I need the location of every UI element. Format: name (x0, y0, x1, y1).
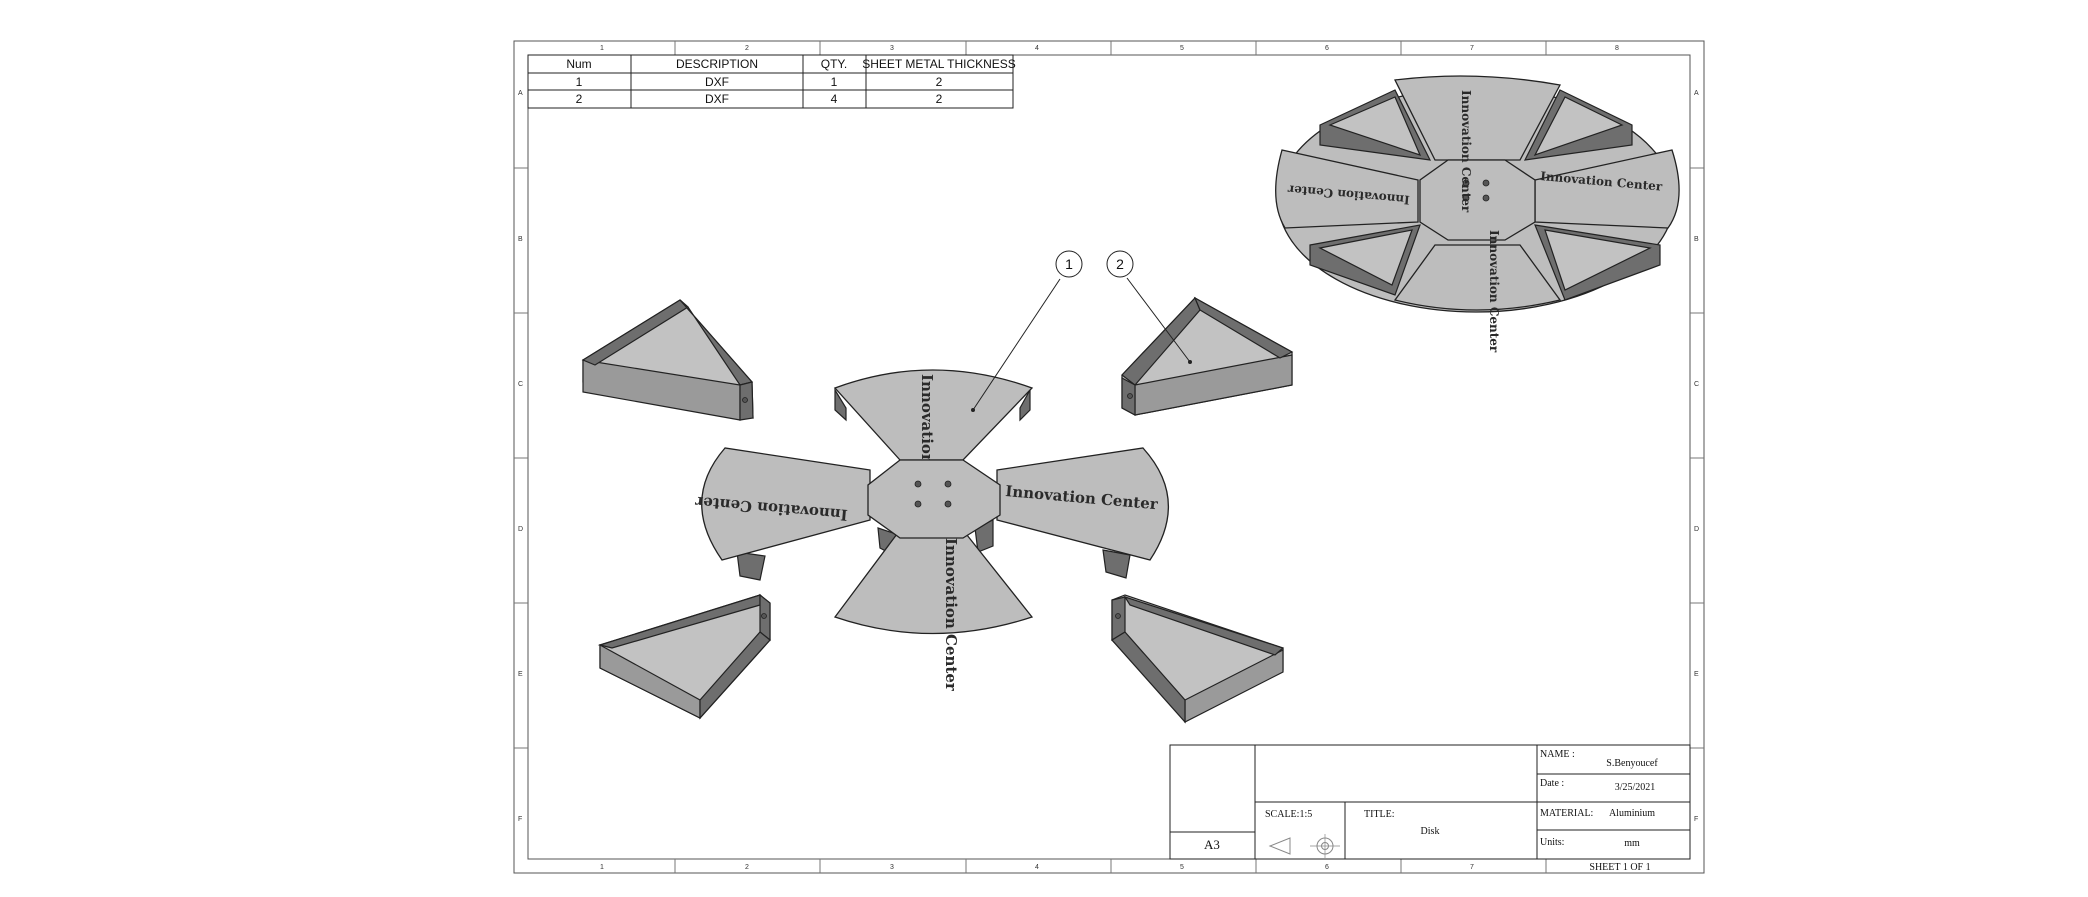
col-label: 3 (890, 864, 894, 871)
material-value: Aluminium (1609, 808, 1655, 819)
row-labels-left: A B C D E F (518, 90, 523, 823)
bom-header-qty: QTY. (821, 57, 847, 71)
plate-arm-left: Innovation Center (693, 447, 871, 581)
bom-cell: 1 (831, 75, 838, 89)
bom-header-num: Num (566, 57, 591, 71)
units-label: Units: (1540, 837, 1564, 848)
column-labels-bottom: 1 2 3 4 5 6 7 (600, 864, 1474, 871)
row-label: B (1694, 236, 1699, 243)
col-label: 7 (1470, 45, 1474, 52)
col-label: 6 (1325, 45, 1329, 52)
scale-label: SCALE:1:5 (1265, 809, 1312, 820)
row-label: D (518, 526, 523, 533)
col-label: 2 (745, 864, 749, 871)
bom-cell: 2 (576, 92, 583, 106)
tray-bottom-left (597, 593, 771, 720)
row-label: B (518, 236, 523, 243)
bom-header-thickness: SHEET METAL THICKNESS (862, 57, 1016, 71)
column-labels-top: 1 2 3 4 5 6 7 8 (600, 45, 1619, 52)
name-value: S.Benyoucef (1606, 758, 1658, 769)
name-label: NAME : (1540, 749, 1575, 760)
col-label: 1 (600, 45, 604, 52)
bom-table: Num DESCRIPTION QTY. SHEET METAL THICKNE… (527, 54, 1016, 109)
bom-cell: 4 (831, 92, 838, 106)
engraving-text: Innovation Center (942, 538, 960, 692)
tray-top-right (1121, 296, 1294, 417)
tray-top-left (581, 299, 754, 421)
row-label: C (1694, 381, 1699, 388)
col-label: 4 (1035, 45, 1039, 52)
assembled-view: Innovation Center Innovation Center Inno… (1275, 75, 1680, 353)
projection-symbol-icon (1268, 834, 1340, 858)
col-label: 4 (1035, 864, 1039, 871)
title-value: Disk (1421, 826, 1440, 837)
bom-cell: 2 (936, 92, 943, 106)
exploded-view: Innovation Center Innovation Center Inno… (581, 250, 1294, 724)
engraving-text: Innovation Center (1487, 230, 1501, 353)
row-label: F (518, 816, 522, 823)
tray-bottom-right (1111, 594, 1285, 724)
row-label: D (1694, 526, 1699, 533)
balloon-1-label: 1 (1065, 256, 1073, 272)
col-label: 6 (1325, 864, 1329, 871)
row-label: E (1694, 671, 1699, 678)
plate-arm-bottom: Innovation Center (833, 519, 1034, 692)
bom-cell: DXF (705, 75, 729, 89)
row-label: A (518, 90, 523, 97)
col-label: 5 (1180, 45, 1184, 52)
hub-octagon (867, 459, 1001, 539)
row-labels-right: A B C D E F (1694, 90, 1699, 823)
title-block: A3 SCALE:1:5 TITLE: Disk NAME : S.Benyou… (1169, 744, 1691, 873)
plate-arm-right: Innovation Center (996, 447, 1169, 579)
balloon-1: 1 (971, 250, 1083, 412)
bom-cell: DXF (705, 92, 729, 106)
zone-ticks (514, 41, 1704, 873)
bom-cell: 2 (936, 75, 943, 89)
bom-cell: 1 (576, 75, 583, 89)
row-label: F (1694, 816, 1698, 823)
bom-header-description: DESCRIPTION (676, 57, 758, 71)
date-value: 3/25/2021 (1615, 782, 1656, 793)
title-label: TITLE: (1364, 809, 1395, 820)
row-label: A (1694, 90, 1699, 97)
col-label: 3 (890, 45, 894, 52)
sheet-size: A3 (1204, 837, 1220, 852)
col-label: 1 (600, 864, 604, 871)
balloon-2-label: 2 (1116, 256, 1124, 272)
engraving-text: Innovation Center (1459, 90, 1473, 213)
col-label: 2 (745, 45, 749, 52)
date-label: Date : (1540, 778, 1564, 789)
material-label: MATERIAL: (1540, 808, 1593, 819)
units-value: mm (1624, 838, 1640, 849)
col-label: 7 (1470, 864, 1474, 871)
sheet-number: SHEET 1 OF 1 (1589, 862, 1650, 873)
row-label: C (518, 381, 523, 388)
col-label: 8 (1615, 45, 1619, 52)
balloon-2: 2 (1106, 250, 1192, 364)
row-label: E (518, 671, 523, 678)
sheet-border (513, 40, 1705, 874)
col-label: 5 (1180, 864, 1184, 871)
